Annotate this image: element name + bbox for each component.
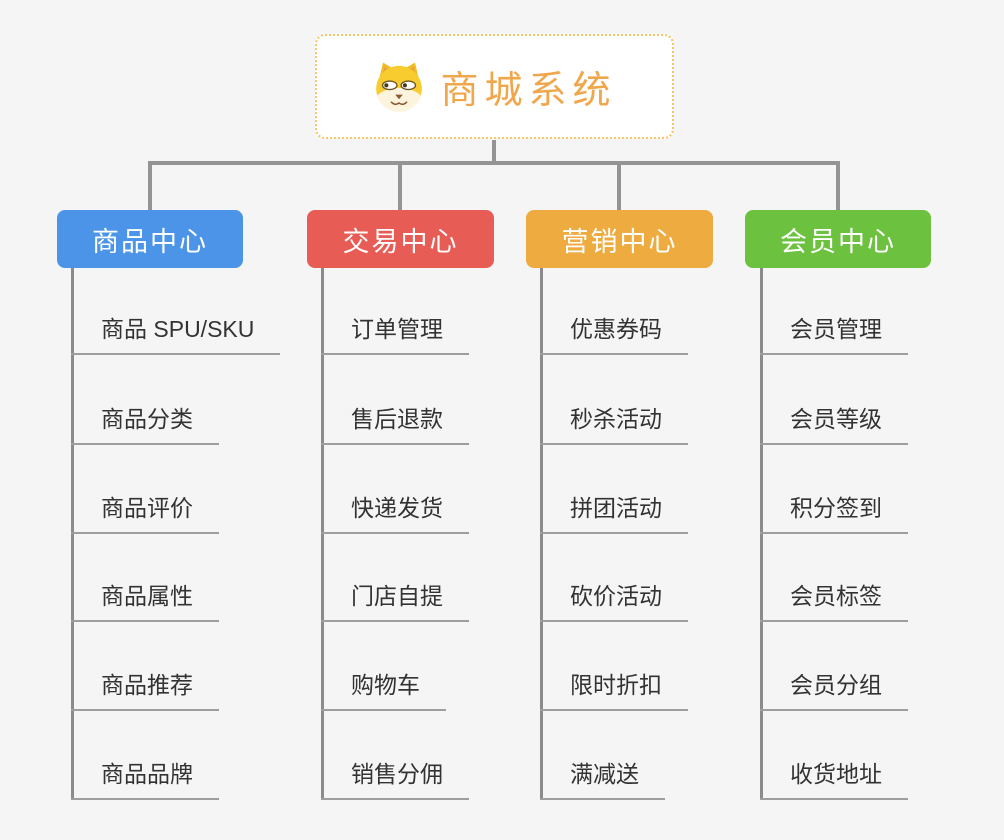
connector-trunk — [540, 268, 543, 800]
leaf-node[interactable]: 销售分佣 — [321, 755, 469, 800]
leaf-node[interactable]: 积分签到 — [760, 489, 908, 534]
connector-drop-member — [836, 161, 840, 210]
connector-drop-trade — [398, 161, 402, 210]
leaf-node[interactable]: 会员分组 — [760, 666, 908, 711]
connector-bus — [148, 161, 840, 165]
leaf-node[interactable]: 商品分类 — [71, 400, 219, 445]
leaf-node[interactable]: 砍价活动 — [540, 577, 688, 622]
leaf-node[interactable]: 会员等级 — [760, 400, 908, 445]
leaf-node[interactable]: 会员标签 — [760, 577, 908, 622]
leaf-node[interactable]: 满减送 — [540, 755, 665, 800]
dog-face-icon — [372, 60, 426, 114]
leaf-node[interactable]: 限时折扣 — [540, 666, 688, 711]
leaf-node[interactable]: 商品评价 — [71, 489, 219, 534]
connector-drop-marketing — [617, 161, 621, 210]
connector-trunk — [760, 268, 763, 800]
leaf-node[interactable]: 拼团活动 — [540, 489, 688, 534]
leaf-node[interactable]: 购物车 — [321, 666, 446, 711]
branch-label: 商品中心 — [92, 226, 208, 257]
leaf-node[interactable]: 商品 SPU/SKU — [71, 310, 281, 355]
column-product-center: 商品 SPU/SKU 商品分类 商品评价 商品属性 商品推荐 商品品牌 — [71, 268, 311, 808]
branch-label: 会员中心 — [780, 226, 896, 257]
branch-label: 营销中心 — [561, 226, 678, 257]
leaf-node[interactable]: 售后退款 — [321, 400, 469, 445]
connector-trunk — [321, 268, 324, 800]
branch-member-center[interactable]: 会员中心 — [745, 210, 931, 268]
leaf-node[interactable]: 商品品牌 — [71, 755, 219, 800]
leaf-node[interactable]: 快递发货 — [321, 489, 469, 534]
leaf-node[interactable]: 秒杀活动 — [540, 400, 688, 445]
leaf-node[interactable]: 收货地址 — [760, 755, 908, 800]
connector-trunk — [71, 268, 74, 800]
branch-product-center[interactable]: 商品中心 — [57, 210, 243, 268]
root-title: 商城系统 — [440, 70, 617, 112]
leaf-node[interactable]: 优惠券码 — [540, 310, 688, 355]
column-marketing-center: 优惠券码 秒杀活动 拼团活动 砍价活动 限时折扣 满减送 — [540, 268, 780, 808]
root-node[interactable]: 商城系统 — [315, 34, 674, 139]
branch-label: 交易中心 — [342, 226, 459, 257]
column-trade-center: 订单管理 售后退款 快递发货 门店自提 购物车 销售分佣 — [321, 268, 561, 808]
leaf-node[interactable]: 商品推荐 — [71, 666, 219, 711]
leaf-node[interactable]: 订单管理 — [321, 310, 469, 355]
column-member-center: 会员管理 会员等级 积分签到 会员标签 会员分组 收货地址 — [760, 268, 1000, 808]
branch-trade-center[interactable]: 交易中心 — [307, 210, 494, 268]
connector-drop-product — [148, 161, 152, 210]
connector-root-stem — [492, 140, 496, 163]
leaf-node[interactable]: 商品属性 — [71, 577, 219, 622]
branch-marketing-center[interactable]: 营销中心 — [526, 210, 713, 268]
leaf-node[interactable]: 会员管理 — [760, 310, 908, 355]
leaf-node[interactable]: 门店自提 — [321, 577, 469, 622]
